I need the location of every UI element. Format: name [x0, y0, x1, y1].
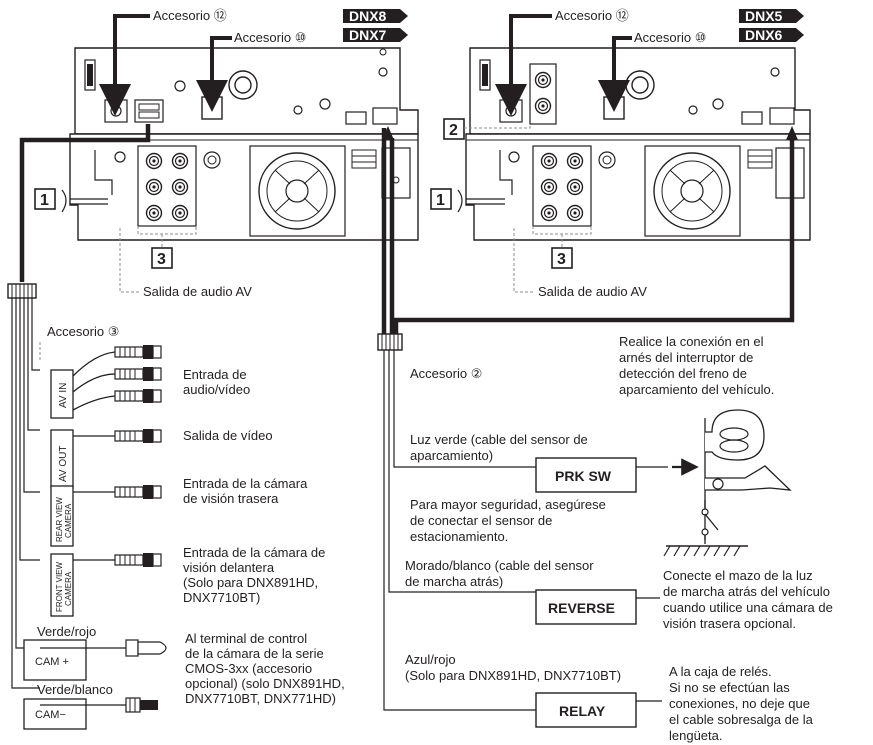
svg-text:2: 2: [449, 122, 458, 139]
svg-text:RELAY: RELAY: [559, 703, 606, 719]
relay-note-line-3: conexiones, no deje que: [669, 696, 810, 711]
blue-wire-label-2: (Solo para DNX891HD, DNX7710BT): [405, 668, 621, 683]
relay-note-line-4: el cable sobresalga de la: [669, 712, 814, 727]
relay-note-line-1: A la caja de relés.: [669, 664, 772, 679]
right-acc10-arrow: [598, 36, 632, 112]
right-callout-3: 3: [551, 247, 573, 269]
green-wire-label-1: Luz verde (cable del sensor de: [410, 432, 588, 447]
prk-sw-box: PRK SW: [535, 457, 637, 493]
av-in-label-2: audio/vídeo: [183, 382, 250, 397]
svg-text:FRONT VIEW: FRONT VIEW: [55, 561, 64, 612]
right-accessory-10-label: Accesorio ⑩: [634, 30, 706, 45]
left-audio-out-label: Salida de audio AV: [143, 284, 252, 299]
left-accessory-12-label: Accesorio ⑫: [153, 8, 227, 23]
left-head-unit: [61, 47, 419, 241]
purple-wire-label-1: Morado/blanco (cable del sensor: [405, 558, 594, 573]
svg-text:CAM +: CAM +: [35, 656, 69, 668]
safety-line-1: Para mayor seguridad, asegúrese: [410, 497, 606, 512]
left-model-badge-top: DNX8: [343, 8, 408, 24]
front-camera-label-2: visión delantera: [183, 560, 275, 575]
front-camera-label-3: (Solo para DNX891HD,: [183, 575, 318, 590]
reverse-note-line-4: visión trasera opcional.: [663, 616, 796, 631]
av-in-label-1: Entrada de: [183, 367, 247, 382]
front-camera-label-1: Entrada de la cámara de: [183, 545, 325, 560]
cam-ctrl-line-3: CMOS-3xx (accesorio: [185, 661, 312, 676]
left-harness-connector: [7, 283, 37, 299]
right-model-badge-bottom: DNX6: [739, 27, 804, 43]
right-callout-1: 1: [430, 188, 452, 210]
svg-text:DNX5: DNX5: [745, 8, 783, 24]
right-acc12-arrow: [495, 14, 552, 116]
prk-note-line-2: arnés del interruptor de: [619, 350, 753, 365]
right-accessory-12-label: Accesorio ⑫: [555, 8, 629, 23]
right-harness-cable: [393, 138, 795, 334]
relay-box: RELAY: [535, 692, 637, 728]
prk-note-line-4: aparcamiento del vehículo.: [619, 382, 774, 397]
accessory-3-label: Accesorio ③: [47, 324, 119, 339]
cam-ctrl-line-4: opcional) (solo DNX891HD,: [185, 676, 345, 691]
svg-text:AV OUT: AV OUT: [58, 446, 69, 482]
right-harness-connector: [377, 333, 403, 351]
left-acc10-arrow: [196, 36, 232, 112]
reverse-note-line-1: Conecte el mazo de la luz: [663, 568, 813, 583]
relay-note-line-2: Si no se efectúan las: [669, 680, 790, 695]
svg-text:REAR VIEW: REAR VIEW: [55, 497, 64, 542]
reverse-box: REVERSE: [535, 589, 637, 625]
cam-ctrl-line-1: Al terminal de control: [185, 631, 307, 646]
av-out-label: Salida de vídeo: [183, 428, 273, 443]
svg-text:REVERSE: REVERSE: [548, 600, 615, 616]
right-callout-2: 2: [443, 118, 465, 140]
green-wire-label-2: aparcamiento): [410, 448, 493, 463]
safety-line-3: estacionamiento.: [410, 529, 508, 544]
cam-plus-block: CAM +: [23, 639, 167, 681]
relay-note-line-5: lengüeta.: [669, 728, 723, 743]
reverse-note-line-3: cuando utilice una cámara de: [663, 600, 833, 615]
reverse-note-line-2: de marcha atrás del vehículo: [663, 584, 830, 599]
right-audio-out-label: Salida de audio AV: [538, 284, 647, 299]
svg-text:PRK SW: PRK SW: [555, 468, 612, 484]
svg-text:3: 3: [557, 251, 566, 268]
svg-text:1: 1: [40, 192, 49, 209]
rear-camera-block: REAR VIEW CAMERA: [50, 484, 162, 547]
front-camera-block: FRONT VIEW CAMERA: [50, 552, 162, 617]
svg-text:DNX8: DNX8: [349, 8, 387, 24]
left-callout-3: 3: [151, 247, 173, 269]
prk-note-line-3: detección del freno de: [619, 366, 747, 381]
prk-note-line-1: Realice la conexión en el: [619, 334, 764, 349]
blue-wire-label-1: Azul/rojo: [405, 652, 456, 667]
svg-text:1: 1: [436, 192, 445, 209]
right-model-badge-top: DNX5: [739, 8, 804, 24]
svg-text:3: 3: [157, 251, 166, 268]
left-acc12-arrow: [99, 14, 150, 116]
cam-ctrl-line-5: DNX7710BT, DNX771HD): [185, 691, 336, 706]
right-head-unit: [457, 47, 811, 241]
left-model-badge-bottom: DNX7: [343, 27, 408, 43]
svg-text:CAMERA: CAMERA: [64, 503, 73, 538]
front-camera-label-4: DNX7710BT): [183, 590, 260, 605]
left-harness-cable: [19, 124, 151, 282]
parking-brake-switch-illustration: [663, 409, 792, 557]
safety-line-2: de conectar el sensor de: [410, 513, 552, 528]
svg-text:AV IN: AV IN: [58, 383, 69, 408]
cam-minus-wire-label: Verde/blanco: [37, 682, 113, 697]
svg-text:CAM−: CAM−: [35, 709, 66, 721]
left-callout-1: 1: [34, 188, 56, 210]
rear-camera-label-2: de visión trasera: [183, 491, 279, 506]
cam-minus-block: CAM−: [23, 697, 158, 730]
svg-text:CAMERA: CAMERA: [64, 571, 73, 606]
av-in-block: AV IN: [50, 344, 162, 419]
svg-text:DNX7: DNX7: [349, 27, 387, 43]
svg-text:DNX6: DNX6: [745, 27, 783, 43]
cam-plus-wire-label: Verde/rojo: [37, 624, 96, 639]
av-out-block: AV OUT: [50, 428, 162, 489]
rear-camera-label-1: Entrada de la cámara: [183, 476, 308, 491]
purple-wire-label-2: de marcha atrás): [405, 574, 503, 589]
cam-ctrl-line-2: de la cámara de la serie: [185, 646, 324, 661]
left-accessory-10-label: Accesorio ⑩: [234, 30, 306, 45]
accessory-2-label: Accesorio ②: [410, 366, 482, 381]
